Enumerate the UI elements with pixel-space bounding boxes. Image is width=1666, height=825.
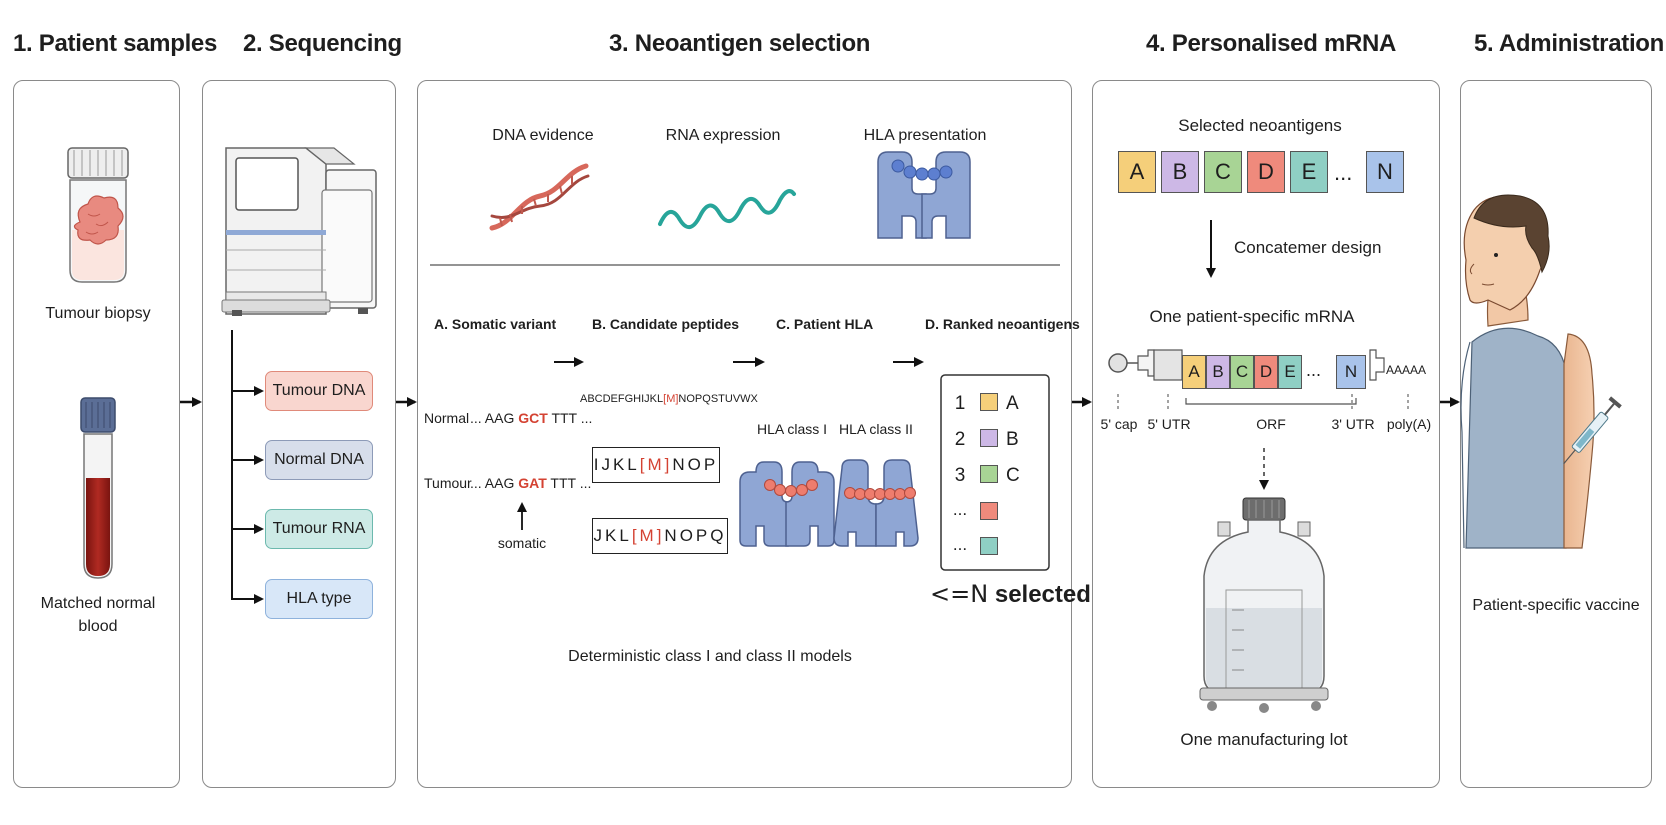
rank-2: 2 <box>954 429 966 450</box>
antigen-e: E <box>1290 151 1328 193</box>
rank-1-swatch <box>980 393 998 411</box>
normal-dna-box: Normal DNA <box>265 440 373 480</box>
rna-strand-icon <box>658 189 796 229</box>
step-d-label: D. Ranked neoantigens <box>925 316 1080 332</box>
rank-3: 3 <box>954 465 966 486</box>
rank-2-swatch <box>980 429 998 447</box>
rank-5-swatch <box>980 537 998 555</box>
orf-b: B <box>1206 355 1230 389</box>
antigen-a: A <box>1118 151 1156 193</box>
title-personalised-mrna: 4. Personalised mRNA <box>1146 30 1397 57</box>
step-c-label: C. Patient HLA <box>776 316 874 332</box>
normal-row-label: Normal <box>424 410 470 426</box>
rank-3-swatch <box>980 465 998 483</box>
rank-1-letter: A <box>1006 393 1019 414</box>
step-b-label: B. Candidate peptides <box>592 316 740 332</box>
hla-class1-icon <box>739 461 835 547</box>
vaccine-caption: Patient-specific vaccine <box>1472 597 1640 614</box>
selected-prefix: <=N <box>930 580 989 608</box>
rank-2-letter: B <box>1006 429 1019 450</box>
construct-title: One patient-specific mRNA <box>1149 307 1355 326</box>
patient-figure-icon <box>1460 194 1622 549</box>
sequencing-tree <box>231 330 264 604</box>
orf-a: A <box>1182 355 1206 389</box>
utr5-label: 5' UTR <box>1147 416 1191 432</box>
tumour-rna-box: Tumour RNA <box>265 509 373 549</box>
rank-3-letter: C <box>1006 465 1020 486</box>
orf-label: ORF <box>1256 416 1286 432</box>
hla-type-box: HLA type <box>265 579 373 619</box>
manufacturing-vessel-icon <box>1199 497 1329 713</box>
sequencer-icon <box>221 147 377 316</box>
hla-class2-icon <box>833 459 919 547</box>
orf-d: D <box>1254 355 1278 389</box>
hla-presentation-icon <box>877 151 971 239</box>
somatic-label: somatic <box>497 535 547 551</box>
antigen-b: B <box>1161 151 1199 193</box>
tumour-dna-box: Tumour DNA <box>265 371 373 411</box>
title-administration: 5. Administration <box>1474 30 1665 57</box>
antigen-c: C <box>1204 151 1242 193</box>
full-peptide: ABCDEFGHIJKL[M]NOPQSTUVWX <box>580 393 758 405</box>
cap-label: 5' cap <box>1100 416 1138 432</box>
concatemer-design-label: Concatemer design <box>1234 238 1382 257</box>
title-neoantigen-selection: 3. Neoantigen selection <box>609 30 871 57</box>
rank-5: ... <box>952 535 968 554</box>
dna-evidence-label: DNA evidence <box>492 127 594 144</box>
selected-count: <=N selected <box>930 580 1091 609</box>
orf-c: C <box>1230 355 1254 389</box>
rank-1: 1 <box>954 393 966 414</box>
step-a-label: A. Somatic variant <box>434 316 557 332</box>
tumour-sequence: ... AAG GAT TTT ... <box>470 475 592 491</box>
hla-class1-label: HLA class I <box>756 421 828 437</box>
mrna-construct <box>1108 349 1409 490</box>
rna-expression-label: RNA expression <box>665 127 781 144</box>
title-sequencing: 2. Sequencing <box>243 30 402 57</box>
models-note: Deterministic class I and class II model… <box>568 648 852 665</box>
antigen-n: N <box>1366 151 1404 193</box>
orf-n: N <box>1336 355 1366 389</box>
dna-helix-icon <box>489 163 590 231</box>
orf-ellipsis: ... <box>1306 360 1322 380</box>
blood-label-line1: Matched normal <box>40 595 156 612</box>
selected-word: selected <box>994 581 1091 608</box>
selected-neoantigens-title: Selected neoantigens <box>1178 116 1342 135</box>
blood-tube-icon <box>80 397 116 579</box>
normal-codon: GCT <box>518 410 548 426</box>
utr3-label: 3' UTR <box>1331 416 1375 432</box>
tumour-codon: GAT <box>518 475 547 491</box>
antigen-ellipsis: ... <box>1334 160 1353 185</box>
hla-class2-label: HLA class II <box>839 421 913 437</box>
biopsy-jar-icon <box>67 147 129 283</box>
normal-sequence: ... AAG GCT TTT ... <box>470 410 593 426</box>
peptide-10mer: JKL [M] NOPQ <box>592 518 728 554</box>
hla-presentation-label: HLA presentation <box>863 127 987 144</box>
peptide-9mer: IJKL [M] NOP <box>592 447 720 483</box>
polya-label: poly(A) <box>1386 416 1432 432</box>
biopsy-label: Tumour biopsy <box>45 305 151 322</box>
tumour-row-label: Tumour <box>424 475 472 491</box>
rank-4: ... <box>952 500 968 519</box>
manufacturing-lot-label: One manufacturing lot <box>1180 730 1348 749</box>
blood-label-line2: blood <box>78 618 118 635</box>
orf-e: E <box>1278 355 1302 389</box>
antigen-d: D <box>1247 151 1285 193</box>
polya-sequence: AAAAA <box>1386 363 1427 377</box>
title-patient-samples: 1. Patient samples <box>13 30 218 57</box>
rank-4-swatch <box>980 502 998 520</box>
